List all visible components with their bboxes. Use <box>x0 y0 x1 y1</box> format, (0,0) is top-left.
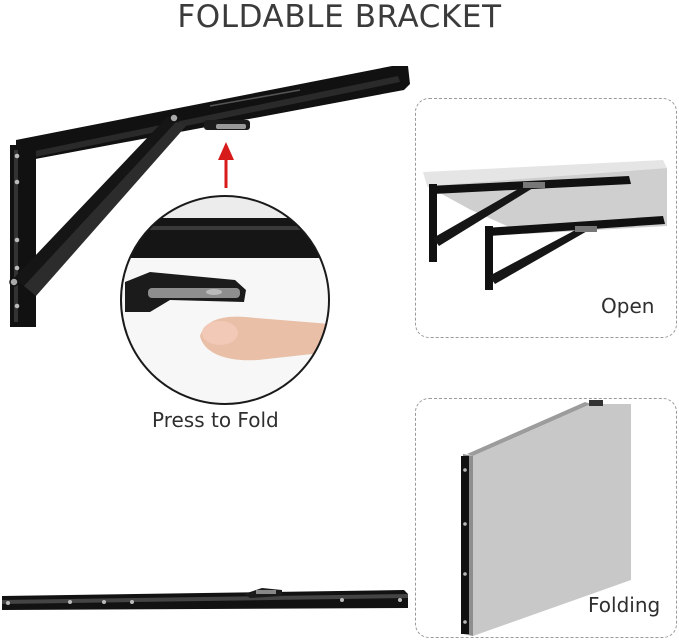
open-bracket-right <box>485 216 665 290</box>
open-label: Open <box>601 294 655 318</box>
folded-bracket <box>461 400 603 634</box>
press-to-fold-label: Press to Fold <box>152 408 279 432</box>
shelf-open-illustration <box>423 160 667 290</box>
release-latch <box>204 120 250 130</box>
open-bracket-left <box>429 176 631 262</box>
bracket-top-arm <box>16 66 410 160</box>
bracket-vertical-arm <box>10 145 36 327</box>
latch-zoom-circle <box>120 195 330 405</box>
folding-label: Folding <box>588 593 661 617</box>
bracket-folded-flat-illustration <box>2 588 408 610</box>
page-title: FOLDABLE BRACKET <box>177 0 502 35</box>
arrow-up-icon <box>218 142 234 188</box>
bracket-open-illustration <box>9 66 410 405</box>
bracket-diagonal-brace <box>9 113 186 296</box>
shelf-folded-illustration <box>461 400 631 636</box>
